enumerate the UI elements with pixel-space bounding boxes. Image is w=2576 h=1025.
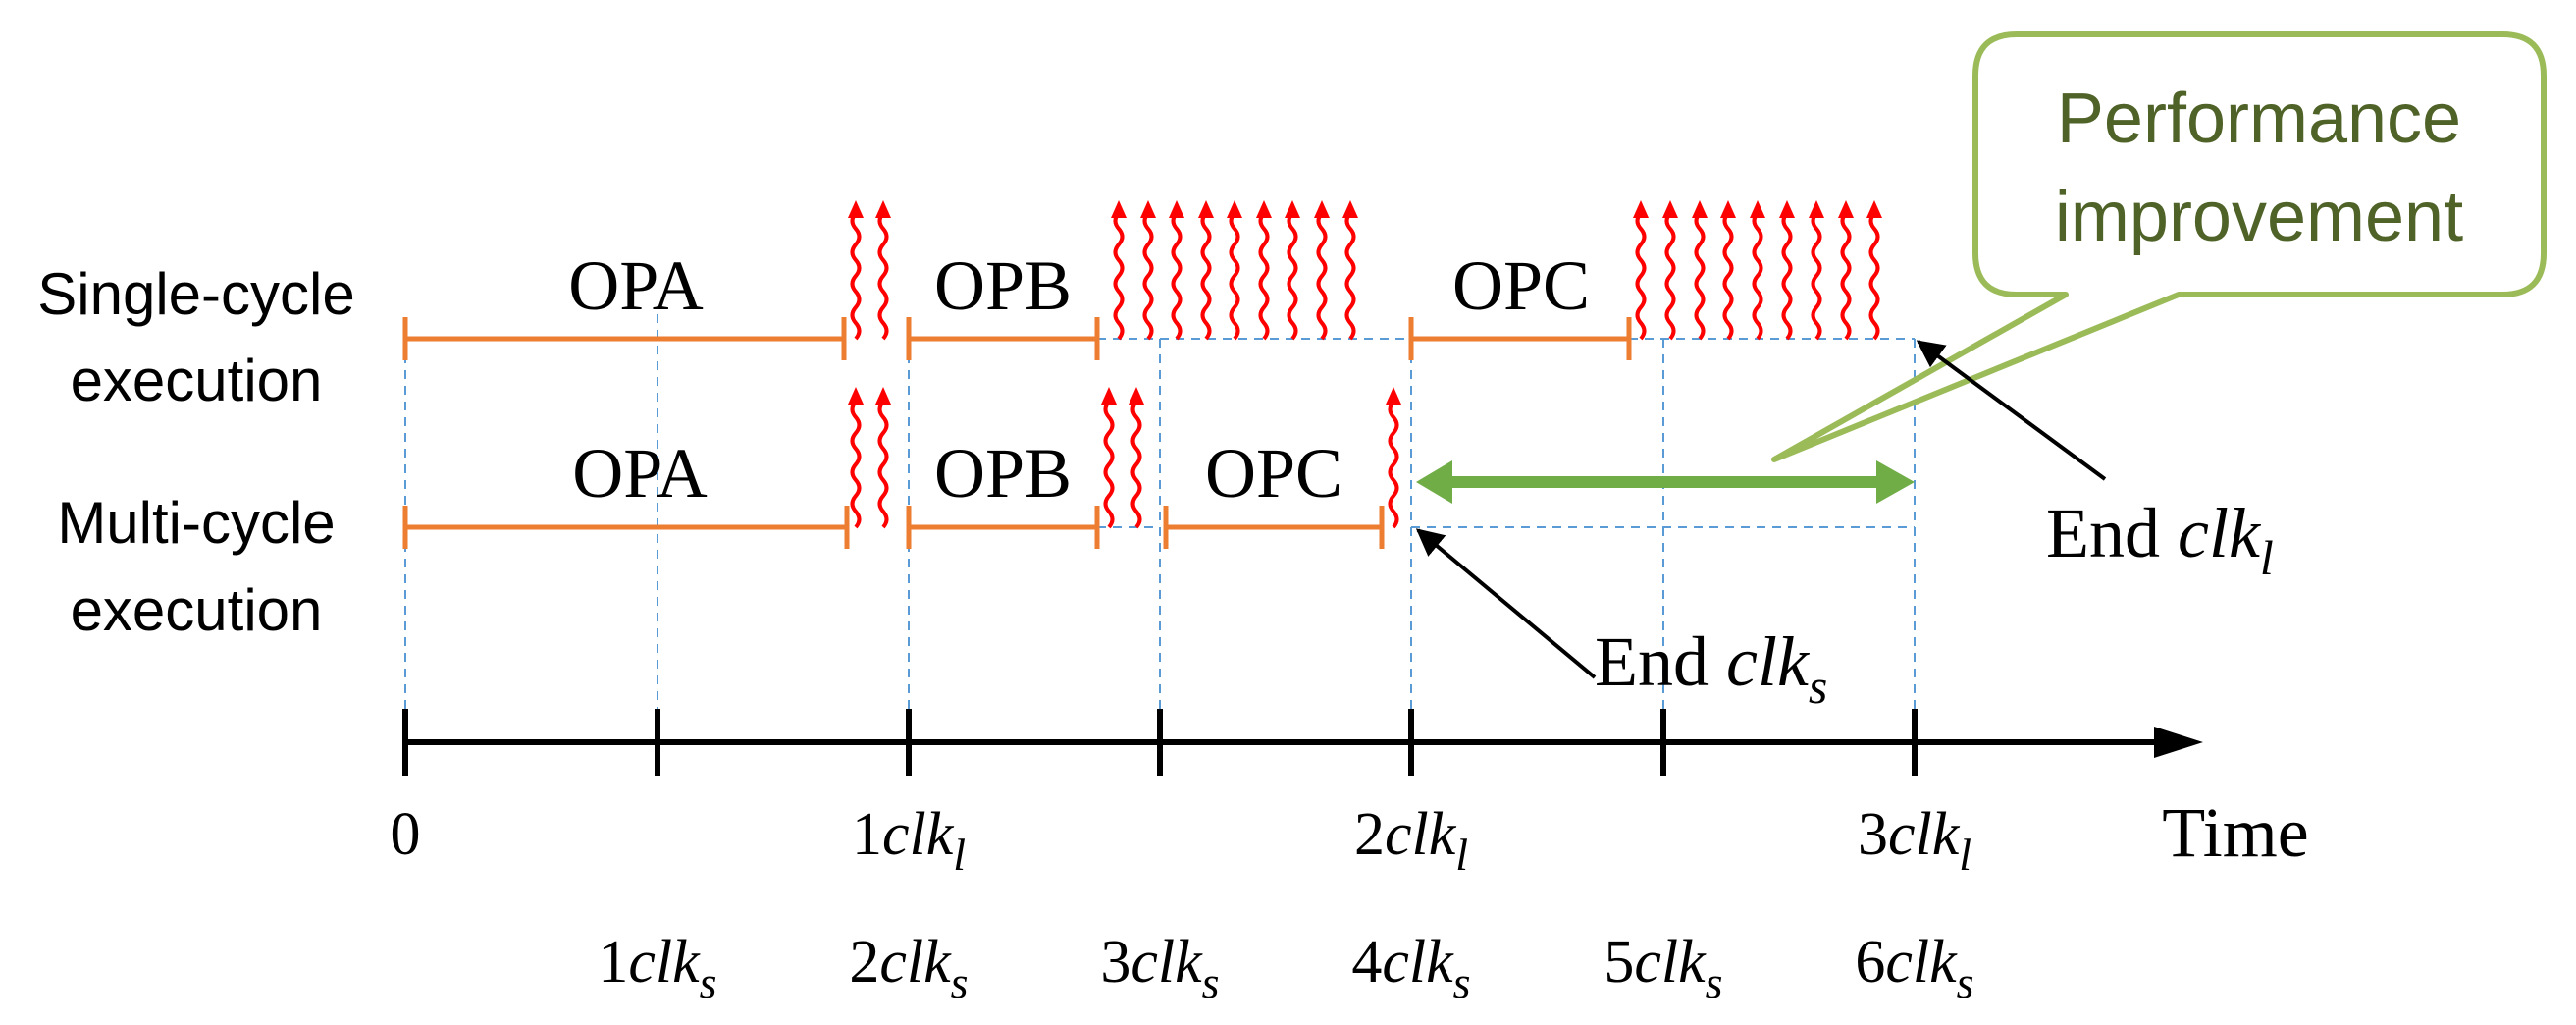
op-bar-opa [402, 317, 847, 360]
multi-op-label: OPB [934, 434, 1072, 512]
overhead-wave-arrow [1344, 211, 1356, 341]
overhead-wave-arrow [1781, 211, 1793, 341]
overhead-wave-arrowhead [1692, 200, 1708, 218]
overhead-wave-arrowhead [1314, 200, 1330, 218]
overhead-wave-arrow [850, 399, 862, 529]
single-op-label: OPB [934, 246, 1072, 325]
overhead-wave-arrow [1103, 399, 1115, 529]
short-tick-label: 3clks [1100, 929, 1219, 1007]
overhead-wave-arrowhead [1129, 387, 1144, 405]
overhead-wave-arrow [1840, 211, 1852, 341]
end-short-pointer [1415, 528, 1597, 679]
overhead-wave-arrowhead [1285, 200, 1300, 218]
overhead-wave-arrowhead [1633, 200, 1649, 218]
single-cycle-overhead-waves [848, 200, 1882, 341]
overhead-wave-arrow [1752, 211, 1763, 341]
overhead-wave-arrow [1171, 211, 1183, 341]
performance-callout: Performance improvement [1771, 31, 2547, 462]
end-long-pointer [1916, 340, 2107, 481]
overhead-wave-arrowhead [848, 200, 864, 218]
overhead-wave-arrowhead [1386, 387, 1401, 405]
short-tick-label: 1clks [598, 929, 716, 1007]
multi-op-label: OPC [1205, 434, 1342, 512]
overhead-wave-arrowhead [1809, 200, 1824, 218]
overhead-wave-arrow [1229, 211, 1240, 341]
overhead-wave-arrow [1635, 211, 1647, 341]
overhead-wave-arrowhead [1227, 200, 1242, 218]
overhead-wave-arrow [877, 211, 889, 341]
op-bar-opc [1408, 317, 1632, 360]
overhead-wave-arrow [1316, 211, 1328, 341]
short-tick-label: 2clks [849, 929, 968, 1007]
time-axis-label: Time [2162, 793, 2308, 872]
time-axis [402, 709, 2174, 776]
overhead-wave-arrowhead [1750, 200, 1765, 218]
callout-text-line1: Performance [2057, 80, 2461, 158]
op-bar-opa [402, 506, 850, 549]
single-op-label: OPA [568, 246, 703, 325]
row-label-single-line2: execution [71, 348, 323, 413]
long-tick-label: 2clkl [1354, 801, 1468, 880]
overhead-wave-arrowhead [1169, 200, 1184, 218]
end-short-annotation: End clks [1415, 528, 1827, 714]
overhead-wave-arrowhead [1838, 200, 1854, 218]
long-tick-label: 0 [391, 801, 421, 868]
overhead-wave-arrow [1694, 211, 1706, 341]
long-tick-label: 3clkl [1858, 801, 1971, 880]
short-tick-label: 5clks [1603, 929, 1722, 1007]
multi-op-label: OPA [572, 434, 707, 512]
end-short-label: End clks [1595, 622, 1827, 714]
row-label-single-line1: Single-cycle [37, 261, 354, 327]
overhead-wave-arrow [1868, 211, 1880, 341]
overhead-wave-arrowhead [1342, 200, 1358, 218]
overhead-wave-arrowhead [875, 387, 891, 405]
overhead-wave-arrowhead [1111, 200, 1127, 218]
end-long-annotation: End clkl [1916, 340, 2274, 585]
overhead-wave-arrowhead [875, 200, 891, 218]
performance-gain-arrow [1416, 460, 1915, 504]
short-tick-label: 6clks [1855, 929, 1973, 1007]
row-label-multi-line1: Multi-cycle [57, 490, 335, 556]
overhead-wave-arrow [1130, 399, 1142, 529]
overhead-wave-arrow [1388, 399, 1399, 529]
callout-text-line2: improvement [2055, 178, 2463, 256]
single-cycle-bars [402, 317, 1632, 360]
overhead-wave-arrow [1113, 211, 1125, 341]
overhead-wave-arrowhead [1662, 200, 1678, 218]
callout-bubble [1771, 31, 2547, 462]
multi-cycle-overhead-waves [848, 387, 1401, 529]
row-label-multi-line2: execution [71, 577, 323, 643]
overhead-wave-arrow [1811, 211, 1822, 341]
overhead-wave-arrowhead [1779, 200, 1795, 218]
overhead-wave-arrowhead [848, 387, 864, 405]
overhead-wave-arrowhead [1256, 200, 1272, 218]
op-bar-opc [1163, 506, 1385, 549]
overhead-wave-arrow [877, 399, 889, 529]
single-op-label: OPC [1452, 246, 1590, 325]
multi-cycle-bars [402, 506, 1385, 549]
time-axis-arrowhead [2154, 727, 2203, 758]
overhead-wave-arrowhead [1101, 387, 1117, 405]
overhead-wave-arrow [1722, 211, 1734, 341]
op-bar-opb [906, 317, 1100, 360]
end-long-label: End clkl [2046, 494, 2274, 585]
overhead-wave-arrowhead [1198, 200, 1214, 218]
overhead-wave-arrow [1200, 211, 1212, 341]
overhead-wave-arrowhead [1866, 200, 1882, 218]
long-tick-label: 1clkl [852, 801, 966, 880]
overhead-wave-arrowhead [1720, 200, 1736, 218]
overhead-wave-arrow [1287, 211, 1298, 341]
short-tick-label: 4clks [1351, 929, 1470, 1007]
overhead-wave-arrow [1142, 211, 1154, 341]
overhead-wave-arrow [1664, 211, 1676, 341]
overhead-wave-arrow [850, 211, 862, 341]
op-bar-opb [906, 506, 1100, 549]
overhead-wave-arrowhead [1140, 200, 1156, 218]
overhead-wave-arrow [1258, 211, 1270, 341]
